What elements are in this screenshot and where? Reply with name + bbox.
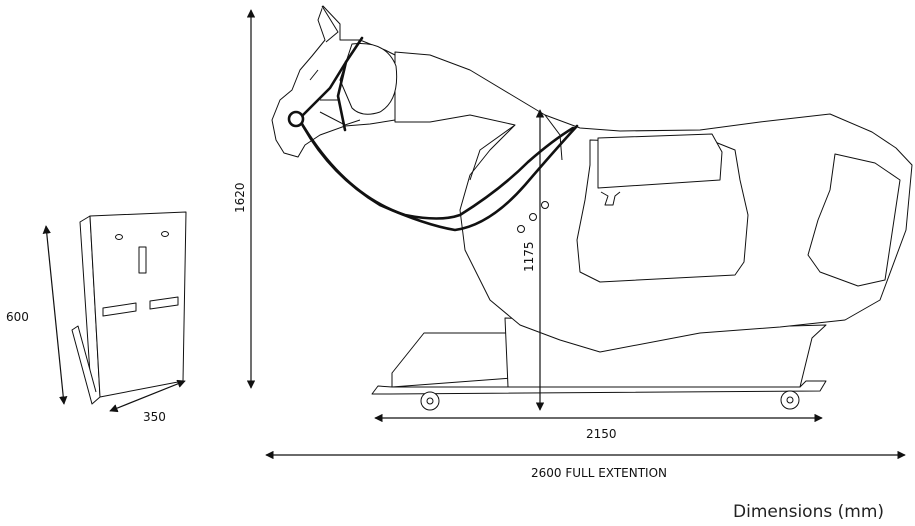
base-length-label: 2150	[586, 427, 617, 441]
control-button	[541, 201, 549, 209]
rear-panel-window	[807, 153, 901, 287]
blinker	[339, 42, 398, 115]
cabinet-depth-label: 350	[143, 410, 166, 424]
coin-slot-left	[115, 234, 123, 240]
seat-height-label: 1175	[522, 241, 536, 272]
cabinet-height-label: 600	[6, 310, 29, 324]
cabinet-height-arrow	[42, 225, 68, 405]
total-height-label: 1620	[233, 182, 247, 213]
full-extension-label: 2600 FULL EXTENTION	[531, 466, 667, 480]
control-button	[517, 225, 525, 233]
bill-validator	[138, 246, 147, 274]
coin-return-left	[102, 302, 137, 317]
coin-slot-right	[161, 231, 169, 237]
cabinet-depth-arrow	[109, 379, 186, 413]
bridle-ring	[287, 110, 305, 128]
coin-cabinet	[71, 211, 187, 405]
horse-riding-machine	[271, 5, 913, 411]
stirrup	[600, 191, 621, 206]
bridle	[300, 36, 364, 118]
coin-return-right	[149, 296, 179, 310]
control-button	[529, 213, 537, 221]
dimensions-caption: Dimensions (mm)	[733, 502, 884, 522]
base-platform	[391, 332, 513, 388]
